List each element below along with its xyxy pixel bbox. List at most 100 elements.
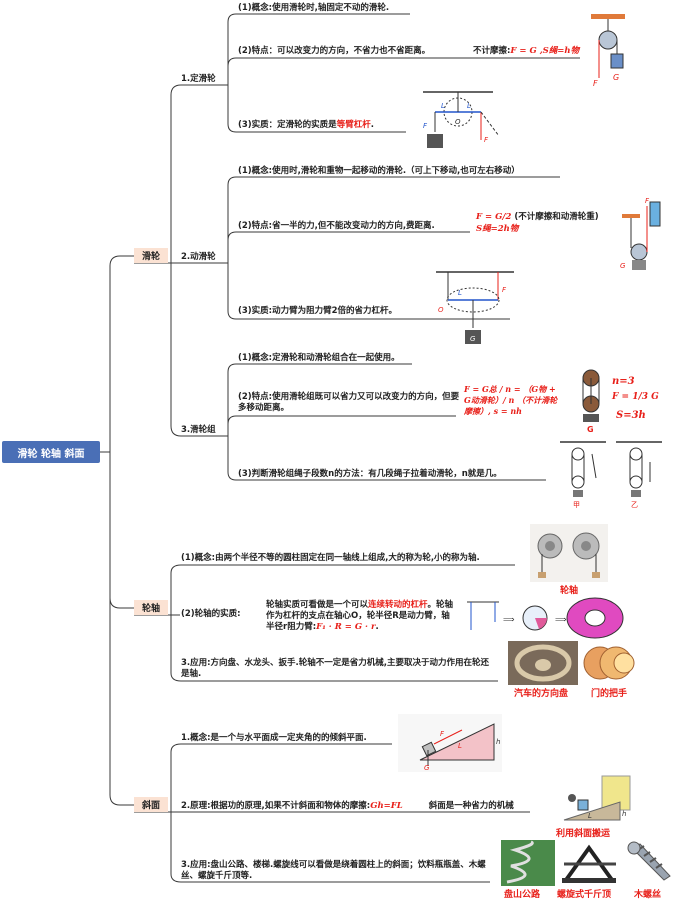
hand-right (592, 572, 600, 578)
pulley-group-n-formula: F = 1/3 G (612, 392, 659, 402)
fixed-pulley-figure: F G (591, 14, 625, 88)
essence-prefix: (3)实质：定滑轮的实质是 (238, 120, 337, 130)
winding-road (506, 840, 534, 884)
fixed-pulley-concept: (1)概念:使用滑轮时,轴固定不动的滑轮. (238, 3, 390, 13)
wheel-axle-essence: 轮轴实质可看做是一个可以连续转动的杠杆。轮轴作为杠杆的支点在轴心O，轮半径R是动… (266, 600, 456, 633)
steering-wheel-caption: 汽车的方向盘 (514, 689, 569, 699)
force-label-f1: F (502, 286, 507, 294)
movable-pulley-formula-2: S绳=2h物 (476, 224, 519, 234)
mountain-road-caption: 盘山公路 (504, 890, 541, 900)
steering-wheel-rim (514, 644, 572, 682)
jack-base (562, 878, 616, 883)
movable-pulley-formula-1: F = G/2 (不计摩擦和动滑轮重) (476, 212, 599, 223)
no-friction-condition: (不计摩擦和动滑轮重) (511, 212, 599, 222)
subtopic-pulley-group[interactable]: 3.滑轮组 (181, 425, 216, 435)
movable-pulley-essence: (3)实质:动力臂为阻力臂2倍的省力杠杆。 (238, 306, 397, 316)
door-handle-caption: 门的把手 (591, 689, 628, 699)
jia-upper-pulley (571, 447, 585, 461)
essence-suffix: . (375, 622, 379, 632)
force-arrow (433, 729, 463, 745)
mountain-road-photo (501, 840, 555, 886)
movable-pulley-concept: (1)概念:使用时,滑轮和重物一起移动的滑轮.（可上下移动,也可左右移动） (238, 166, 520, 176)
length-label-l: L (458, 742, 462, 750)
arm-label-l2: L (467, 102, 471, 110)
pulley-group-s-formula: S=3h (616, 410, 646, 421)
force-label-f: F (645, 197, 650, 205)
incline-triangle (419, 723, 495, 761)
hand-left (538, 572, 546, 578)
half-force-formula: F = G/2 (476, 212, 512, 222)
wheel-sector (535, 618, 547, 629)
pulley-group-feature: (2)特点:使用滑轮组既可以省力又可以改变力的方向，但要多移动距离。 (238, 392, 460, 413)
incline-block (421, 741, 437, 757)
incline-figure: F L h G (398, 714, 502, 772)
category-incline[interactable]: 斜面 (134, 797, 168, 812)
ceiling-bar (591, 14, 625, 19)
essence-formula: F₁ · R = G · r (316, 622, 376, 632)
jia-lower-pulley (571, 475, 585, 489)
wheel-axle-essence-figure: ⟹ ⟹ (467, 597, 624, 639)
wheel-axle-caption: 轮轴 (560, 586, 579, 596)
fixed-pulley-lever-figure: L L O F F (423, 91, 500, 148)
essence-middle: 。轮轴作为杠杆的支点在轴心O，轮半径R是动力臂，轴半径r阻力臂: (266, 600, 454, 632)
root-topic[interactable]: 滑轮 轮轴 斜面 (2, 441, 100, 463)
axle-right (581, 541, 591, 551)
pulley-group-n: n=3 (612, 376, 635, 387)
movable-pulley-lever-figure: L F O G (436, 271, 514, 344)
pulley-group-judge: (3)判断滑轮组绳子段数n的方法：有几段绳子拉着动滑轮，n就是几。 (238, 469, 502, 479)
weight-label-g: G (613, 73, 619, 82)
load-block (610, 53, 624, 69)
screw-head (627, 841, 641, 855)
yi-weight (631, 490, 641, 497)
incline-application: 3.应用:盘山公路、楼梯.螺旋线可以看做是绕着圆柱上的斜面；饮料瓶瓶盖、木螺丝、… (181, 860, 486, 881)
fixed-pulley-wheel (598, 30, 618, 50)
pulley-group-comparison-figure: 甲 乙 (560, 441, 662, 509)
wood-screw-photo (627, 841, 671, 881)
label-yi: 乙 (631, 501, 638, 509)
essence-highlight: 等臂杠杆 (336, 120, 371, 130)
wheel-axle-application: 3.应用:方向盘、水龙头、扳手.轮轴不一定是省力机械,主要取决于动力作用在轮还是… (181, 658, 490, 679)
wheel-axle-essence-label: (2)轮轴的实质: (181, 609, 241, 619)
movable-pulley-figure: F G (620, 197, 661, 270)
wall-bar (622, 214, 640, 218)
screw-thread (637, 845, 663, 869)
ramp-label-l: L (588, 812, 592, 820)
height-label-h: h (496, 738, 500, 746)
fixed-pulley-formula: 不计摩擦:F = G ,S绳=h物 (473, 46, 579, 57)
incline-moving-caption: 利用斜面搬运 (556, 829, 611, 839)
essence-prefix: 轮轴实质可看做是一个可以 (266, 600, 369, 610)
category-wheel-axle[interactable]: 轮轴 (134, 600, 168, 615)
door-handle-photo (583, 646, 635, 680)
force-label-f1: F (484, 136, 489, 144)
load-weight (632, 260, 646, 270)
pulley-outline (446, 287, 500, 313)
fixed-pulley-equation: F = G ,S绳=h物 (510, 46, 580, 56)
category-pulley[interactable]: 滑轮 (134, 248, 168, 263)
subtopic-movable-pulley[interactable]: 2.动滑轮 (181, 252, 216, 262)
fixed-pulley-essence: (3)实质：定滑轮的实质是等臂杠杆. (238, 120, 374, 131)
ramp-label-h: h (622, 810, 626, 818)
pulley-group-concept: (1)概念:定滑轮和动滑轮组合在一起使用。 (238, 353, 400, 363)
photo-bg (501, 840, 555, 886)
yi-lower-pulley (629, 475, 643, 489)
label-jia: 甲 (573, 501, 580, 509)
jia-pull-rope (591, 453, 597, 479)
yi-upper-pulley (629, 447, 643, 461)
subtopic-fixed-pulley[interactable]: 1.定滑轮 (181, 74, 216, 84)
truck (601, 775, 631, 811)
dashed-arrow (480, 111, 500, 137)
force-label-f: F (440, 730, 445, 738)
weight-label-g: G (424, 764, 430, 772)
axle-3d (584, 609, 606, 627)
essence-highlight: 连续转动的杠杆 (368, 600, 428, 610)
axle-left (545, 541, 555, 551)
wheel-axle-photo (530, 524, 608, 582)
weight-label-g: G (587, 425, 594, 434)
force-label-f: F (593, 79, 598, 88)
principle-formula: Gh=FL (370, 801, 403, 811)
ramp (563, 801, 621, 821)
worker-head (568, 794, 576, 802)
pulley-group-figure: G (582, 369, 600, 434)
handle-knob (613, 652, 635, 674)
